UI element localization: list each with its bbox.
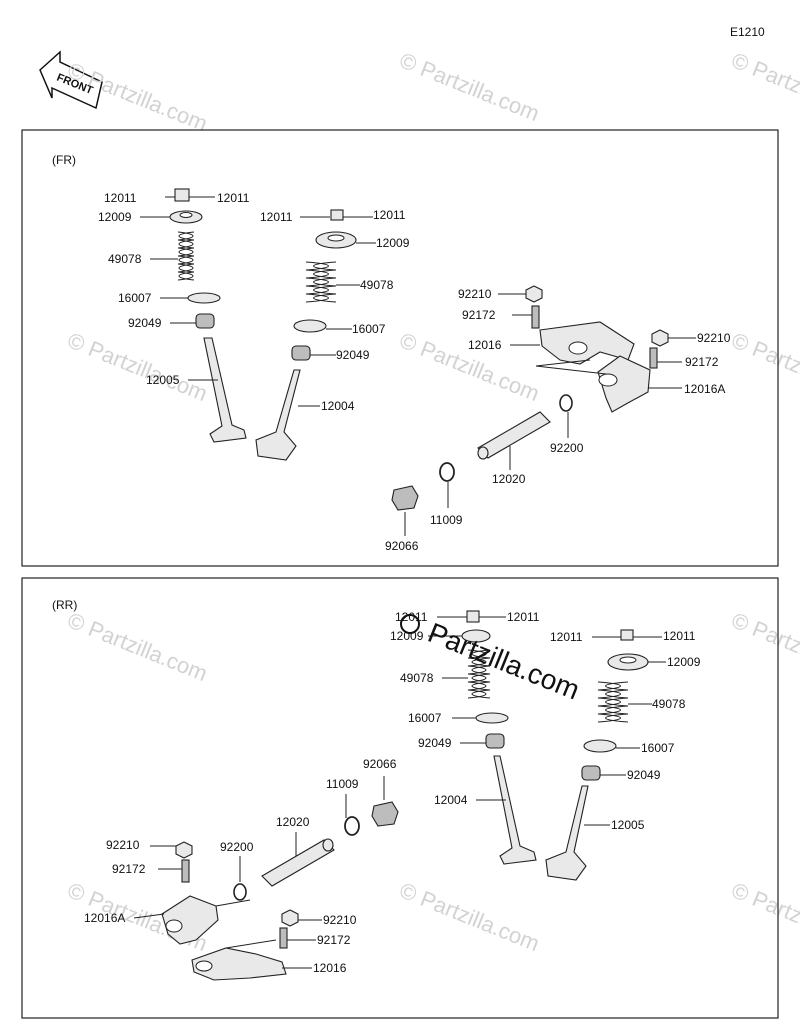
callout-12005: 12005 (611, 818, 645, 832)
callout-92066: 92066 (385, 539, 419, 553)
callout-12016A: 12016A (684, 382, 725, 396)
callout-92049: 92049 (128, 316, 162, 330)
callout-92172: 92172 (112, 862, 146, 876)
callout-92049: 92049 (627, 768, 661, 782)
partzilla-watermark: Partzilla.com (400, 614, 584, 706)
callout-11009: 11009 (326, 777, 359, 791)
callout-92200: 92200 (220, 840, 254, 854)
watermark: © Partzilla.com (728, 877, 800, 956)
callout-49078: 49078 (360, 278, 394, 292)
watermarks: © Partzilla.com © Partzilla.com © Partzi… (64, 47, 800, 956)
callout-11009: 11009 (430, 513, 463, 527)
callout-16007: 16007 (352, 322, 386, 336)
callout-12020: 12020 (492, 472, 526, 486)
watermark: © Partzilla.com (64, 607, 211, 686)
watermark: © Partzilla.com (64, 327, 211, 406)
callout-92210: 92210 (697, 331, 731, 345)
callout-12011: 12011 (373, 208, 406, 222)
callout-92049: 92049 (336, 348, 370, 362)
fr-rocker-assembly (391, 285, 669, 511)
callout-92210: 92210 (323, 913, 357, 927)
callout-16007: 16007 (118, 291, 152, 305)
callout-12009: 12009 (390, 629, 424, 643)
callout-92066: 92066 (363, 757, 397, 771)
rr-section-frame (21, 577, 779, 1019)
callout-12004: 12004 (321, 399, 355, 413)
diagram-code: E1210 (730, 25, 765, 39)
front-arrow-icon: FRONT (39, 50, 103, 110)
callout-12004: 12004 (434, 793, 468, 807)
fr-middle-valve-assembly (255, 209, 357, 461)
callout-12011: 12011 (395, 610, 428, 624)
callout-92172: 92172 (462, 308, 496, 322)
callout-49078: 49078 (400, 671, 434, 685)
rr-section-label: (RR) (52, 598, 77, 612)
callout-12016A: 12016A (84, 911, 125, 925)
callout-12011: 12011 (104, 191, 137, 205)
fr-section-frame (21, 129, 779, 567)
callout-12011: 12011 (663, 629, 696, 643)
callout-49078: 49078 (652, 697, 686, 711)
callout-12011: 12011 (507, 610, 540, 624)
callout-92049: 92049 (418, 736, 452, 750)
callout-12009: 12009 (98, 210, 132, 224)
watermark: © Partzilla.com (396, 877, 543, 956)
callout-49078: 49078 (108, 252, 142, 266)
fr-section-label: (FR) (52, 153, 76, 167)
callout-92210: 92210 (458, 287, 492, 301)
callout-16007: 16007 (408, 711, 442, 725)
callout-12016: 12016 (313, 961, 347, 975)
callout-12011: 12011 (550, 630, 583, 644)
watermark: © Partzilla.com (396, 47, 543, 126)
callout-12009: 12009 (376, 236, 410, 250)
callout-92200: 92200 (550, 441, 584, 455)
callout-92172: 92172 (685, 355, 719, 369)
callout-12011: 12011 (260, 210, 293, 224)
rr-right-valve-assembly (545, 629, 649, 881)
callout-12011: 12011 (217, 191, 250, 205)
watermark: © Partzilla.com (728, 327, 800, 406)
callout-16007: 16007 (641, 741, 675, 755)
rr-rocker-assembly (161, 801, 399, 981)
fr-left-valve-assembly (169, 188, 247, 443)
callout-12016: 12016 (468, 338, 502, 352)
callout-92210: 92210 (106, 838, 140, 852)
callout-12005: 12005 (146, 373, 180, 387)
callout-12009: 12009 (667, 655, 701, 669)
callout-12020: 12020 (276, 815, 310, 829)
callout-92172: 92172 (317, 933, 351, 947)
watermark: © Partzilla.com (728, 607, 800, 686)
watermark: © Partzilla.com (728, 47, 800, 126)
